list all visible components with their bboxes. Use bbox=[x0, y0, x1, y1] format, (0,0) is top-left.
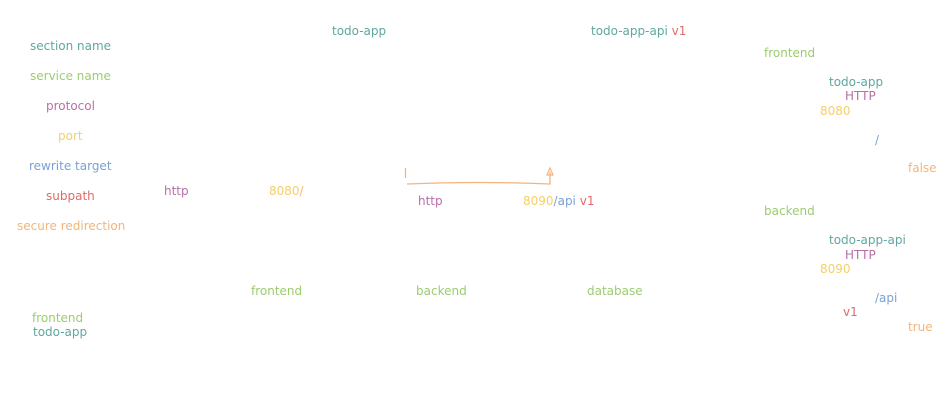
route-path: /api bbox=[553, 194, 576, 208]
route-service-name: todo-app-api bbox=[591, 24, 668, 38]
route-service-title: todo-app-api v1 bbox=[591, 24, 686, 38]
config-secure: false bbox=[908, 161, 937, 175]
config-rewrite: /api bbox=[875, 291, 898, 305]
config-service: todo-app-api bbox=[829, 233, 906, 247]
route-version: v1 bbox=[671, 24, 687, 38]
legend-secure-redirection: secure redirection bbox=[17, 219, 126, 233]
legend-section-name: section name bbox=[30, 39, 112, 53]
route-port-path: 8090/api v1 bbox=[523, 194, 594, 208]
config-section: frontend bbox=[764, 46, 816, 60]
arrow-head bbox=[546, 166, 554, 176]
config-protocol: HTTP bbox=[845, 89, 876, 103]
legend-service-name: service name bbox=[30, 69, 111, 83]
tier-frontend: frontend bbox=[251, 284, 303, 298]
route-port-path: 8080/ bbox=[269, 184, 304, 198]
legend-port: port bbox=[58, 129, 83, 143]
node-service-label: todo-app bbox=[33, 325, 88, 339]
route-protocol: http bbox=[164, 184, 189, 198]
legend-rewrite-target: rewrite target bbox=[29, 159, 112, 173]
config-service: todo-app bbox=[829, 75, 884, 89]
tier-backend: backend bbox=[416, 284, 467, 298]
config-secure: true bbox=[908, 320, 933, 334]
route-port: 8090 bbox=[523, 194, 554, 208]
config-protocol: HTTP bbox=[845, 248, 876, 262]
config-section: backend bbox=[764, 204, 815, 218]
legend-subpath: subpath bbox=[46, 189, 95, 203]
route-port: 8080 bbox=[269, 184, 300, 198]
route-subpath: v1 bbox=[579, 194, 595, 208]
route-service-name: todo-app bbox=[332, 24, 387, 38]
config-subpath: v1 bbox=[843, 305, 858, 319]
route-path: / bbox=[299, 184, 304, 198]
config-port: 8080 bbox=[820, 104, 851, 118]
tier-database: database bbox=[587, 284, 643, 298]
config-rewrite: / bbox=[875, 133, 880, 147]
route-protocol: http bbox=[418, 194, 443, 208]
legend-protocol: protocol bbox=[46, 99, 95, 113]
node-section-label: frontend bbox=[32, 311, 84, 325]
config-port: 8090 bbox=[820, 262, 851, 276]
